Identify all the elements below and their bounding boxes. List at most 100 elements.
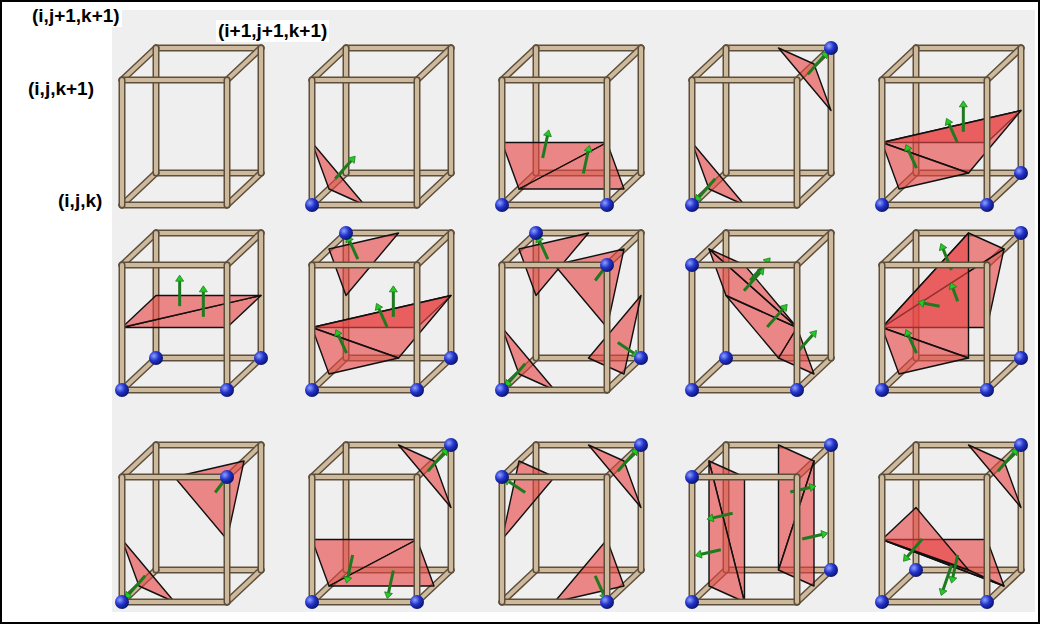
normal-arrow — [509, 482, 525, 493]
cube-edge — [312, 445, 346, 477]
normal-arrow — [392, 292, 395, 317]
cube-edge — [987, 173, 1021, 205]
cube-edge-outline — [794, 80, 801, 205]
cube-edge — [500, 80, 504, 205]
cube-edge-outline — [346, 45, 451, 52]
cube — [875, 438, 1028, 609]
cube-edge — [692, 48, 726, 80]
normal-arrow — [962, 107, 965, 132]
cube-edge-outline — [122, 48, 156, 80]
normal-arrow — [767, 309, 783, 327]
cube-edge-outline — [312, 445, 346, 477]
normal-arrowhead — [544, 130, 552, 137]
cube-edge — [502, 600, 607, 604]
cube-edge — [692, 388, 797, 392]
normal-arrowhead — [344, 576, 352, 583]
cube-edge-outline — [156, 355, 261, 362]
cube-edge — [985, 477, 989, 602]
active-vertex — [980, 198, 994, 212]
cube-edge — [797, 233, 831, 265]
cube-edge — [312, 263, 417, 267]
normal-arrow — [335, 161, 351, 179]
cube-edge — [797, 173, 831, 205]
active-vertex — [600, 595, 614, 609]
iso-triangle — [709, 249, 797, 328]
cube-edge — [415, 80, 419, 205]
active-vertex — [685, 258, 699, 272]
normal-arrow — [202, 292, 205, 317]
cube — [495, 438, 648, 609]
cube-edge — [987, 358, 1021, 390]
cube-edge-outline — [692, 387, 797, 394]
active-vertex — [600, 258, 614, 272]
cube-edge — [502, 48, 536, 80]
cube-edge-outline — [502, 77, 607, 84]
cube-edge-outline — [312, 262, 417, 269]
normal-arrowhead — [821, 531, 828, 539]
normal-arrow — [338, 335, 346, 353]
cube-edge-outline — [726, 230, 831, 237]
active-vertex — [634, 438, 648, 452]
cube-edge — [449, 48, 453, 173]
cube-edge — [120, 80, 124, 205]
normal-arrow — [379, 309, 387, 327]
cube-edge — [534, 445, 538, 570]
normal-arrow — [699, 179, 715, 197]
normal-arrowhead — [695, 550, 702, 558]
cube-edge — [122, 600, 227, 604]
active-vertex — [495, 470, 509, 484]
cube-edge — [795, 265, 799, 390]
cube-edge — [605, 265, 609, 390]
cube-edge — [795, 477, 799, 602]
active-vertex — [115, 383, 129, 397]
cube-edge-outline — [879, 477, 886, 602]
cube-edge-outline — [312, 77, 417, 84]
cube-edge — [225, 80, 229, 205]
active-vertex — [1014, 438, 1028, 452]
active-vertex — [339, 226, 353, 240]
active-vertex — [790, 383, 804, 397]
cube-edge-outline — [414, 265, 421, 390]
active-vertex — [305, 595, 319, 609]
cube-edge-outline — [533, 445, 540, 570]
cube-edge-outline — [122, 262, 227, 269]
active-vertex — [824, 563, 838, 577]
cube-edge — [880, 80, 884, 205]
active-vertex — [444, 438, 458, 452]
normal-arrow — [583, 151, 588, 173]
cube-edge — [1019, 233, 1023, 358]
cube-edge — [156, 356, 261, 360]
normal-arrow — [618, 453, 634, 471]
cube — [115, 233, 268, 397]
cube-edge — [692, 475, 797, 479]
normal-arrowhead — [780, 304, 787, 311]
cube-edge-outline — [258, 445, 265, 570]
cube-edge — [156, 568, 261, 572]
normal-arrowhead — [905, 145, 912, 152]
iso-triangle — [709, 461, 745, 602]
cube-edge-outline — [122, 77, 227, 84]
cube-edge-outline — [309, 265, 316, 390]
active-vertex — [719, 351, 733, 365]
corner-label: (i+1,j+1,k+1) — [216, 20, 329, 42]
cube-edge — [156, 171, 261, 175]
cube-edge — [690, 80, 694, 205]
active-vertex — [305, 198, 319, 212]
active-vertex — [305, 383, 319, 397]
cube-edge-outline — [692, 474, 797, 481]
cube-edge-outline — [984, 80, 991, 205]
cube-edge-outline — [224, 265, 231, 390]
cube-edge — [882, 445, 916, 477]
normal-arrow — [178, 281, 181, 306]
cube-edge — [692, 203, 797, 207]
cube-edge-outline — [689, 477, 696, 602]
iso-triangle — [312, 328, 399, 375]
cube-edge — [882, 48, 916, 80]
normal-arrow — [998, 453, 1014, 471]
normal-arrow — [924, 303, 940, 306]
active-vertex — [220, 383, 234, 397]
cube-edge-outline — [987, 48, 1021, 80]
normal-arrowhead — [903, 554, 910, 561]
normal-arrow — [215, 482, 223, 493]
cube-edge — [225, 265, 229, 390]
